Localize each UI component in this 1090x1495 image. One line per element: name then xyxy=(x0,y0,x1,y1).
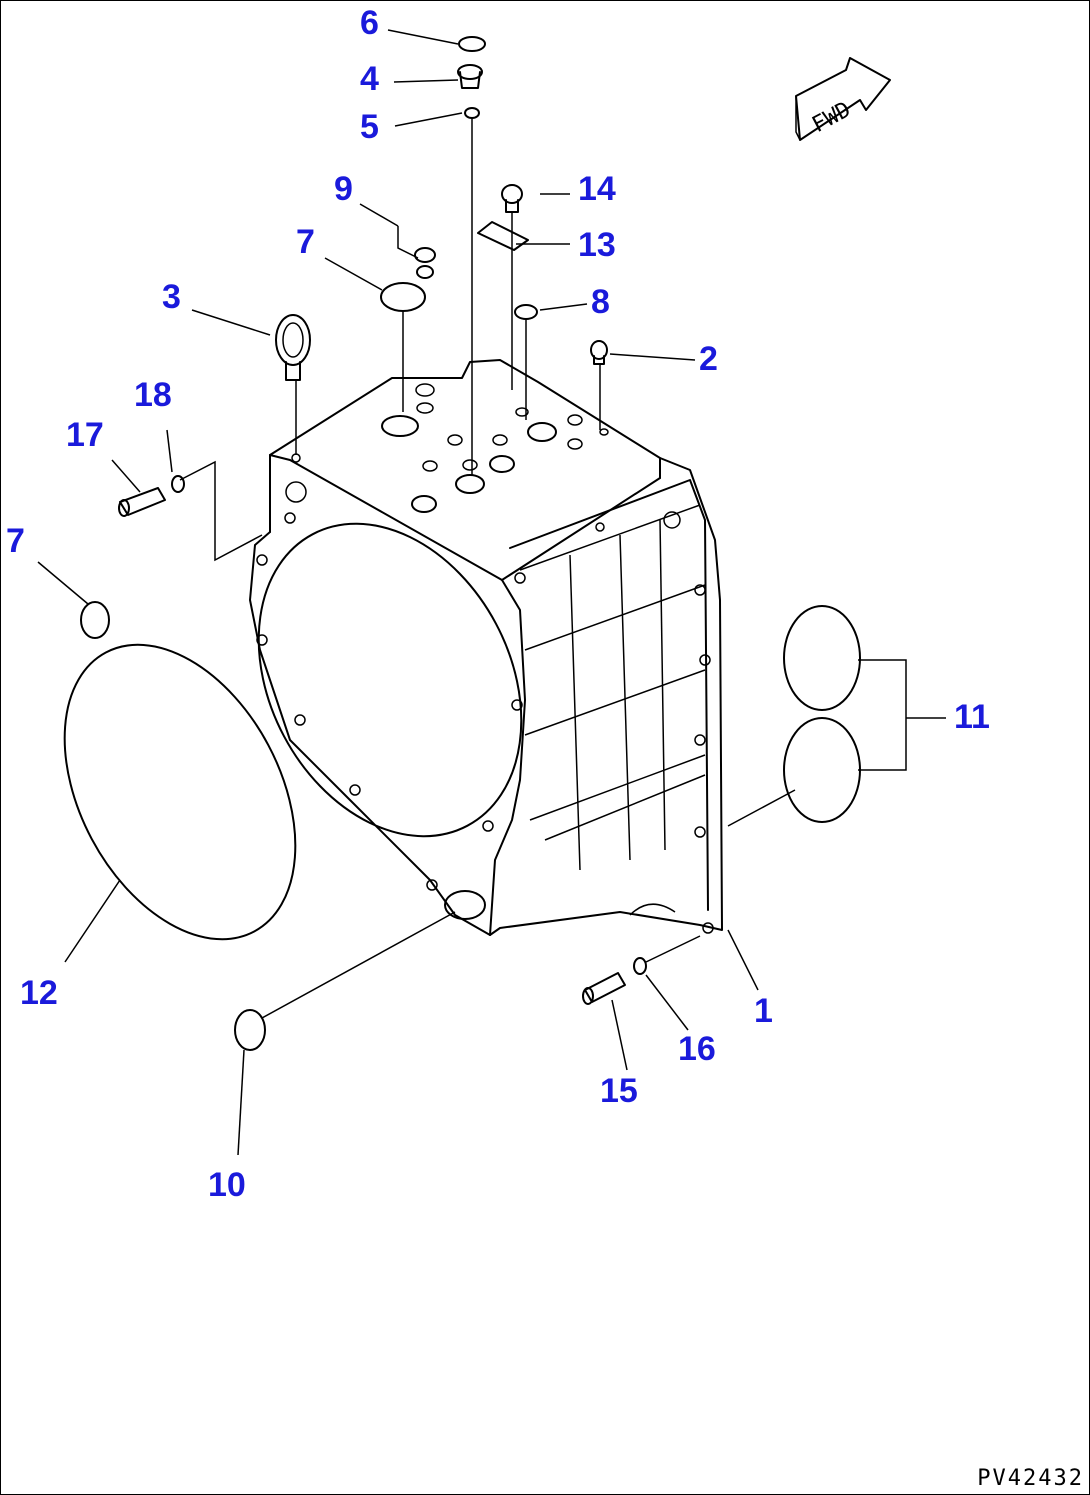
callout-10: 10 xyxy=(208,1166,246,1204)
callout-11: 11 xyxy=(954,698,990,736)
forward-arrow-label: FWD xyxy=(808,97,855,138)
callout-12: 12 xyxy=(20,974,58,1012)
leader-17-18 xyxy=(179,460,263,562)
callout-2: 2 xyxy=(699,340,718,378)
plug-7-top xyxy=(380,282,426,312)
callout-13: 13 xyxy=(578,226,616,264)
callout-6: 6 xyxy=(360,4,379,42)
washer-18 xyxy=(171,475,185,493)
cover-11-lower xyxy=(783,717,861,823)
callout-8: 8 xyxy=(591,283,610,321)
plug-10 xyxy=(234,1009,266,1051)
o-ring-5 xyxy=(464,107,480,119)
callout-16: 16 xyxy=(678,1030,716,1068)
plug-8 xyxy=(514,304,538,320)
plug-4 xyxy=(457,64,483,89)
callout-17: 17 xyxy=(66,416,104,454)
plug-9 xyxy=(397,226,436,279)
plate-13 xyxy=(477,221,529,251)
callout-3: 3 xyxy=(162,278,181,316)
callout-14: 14 xyxy=(578,170,616,208)
callout-7-left: 7 xyxy=(6,522,25,560)
callout-9: 9 xyxy=(334,170,353,208)
callout-1: 1 xyxy=(754,992,773,1030)
callout-5: 5 xyxy=(360,108,379,146)
bolt-15 xyxy=(582,972,626,1005)
callout-4: 4 xyxy=(360,60,379,98)
bolt-17 xyxy=(118,487,166,517)
forward-arrow-icon: FWD xyxy=(795,57,891,141)
dipstick-3 xyxy=(275,314,311,381)
washer-16 xyxy=(633,957,647,975)
callout-15: 15 xyxy=(600,1072,638,1110)
cap-6 xyxy=(458,36,486,52)
plug-14 xyxy=(501,184,523,213)
breather-2 xyxy=(590,340,608,365)
gasket-12 xyxy=(63,643,297,941)
callout-18: 18 xyxy=(134,376,172,414)
callout-7-top: 7 xyxy=(296,223,315,261)
cover-11-upper xyxy=(783,605,861,711)
transmission-case xyxy=(249,359,723,936)
drawing-code: PV42432 xyxy=(977,1466,1084,1491)
plug-7-left xyxy=(80,601,110,639)
